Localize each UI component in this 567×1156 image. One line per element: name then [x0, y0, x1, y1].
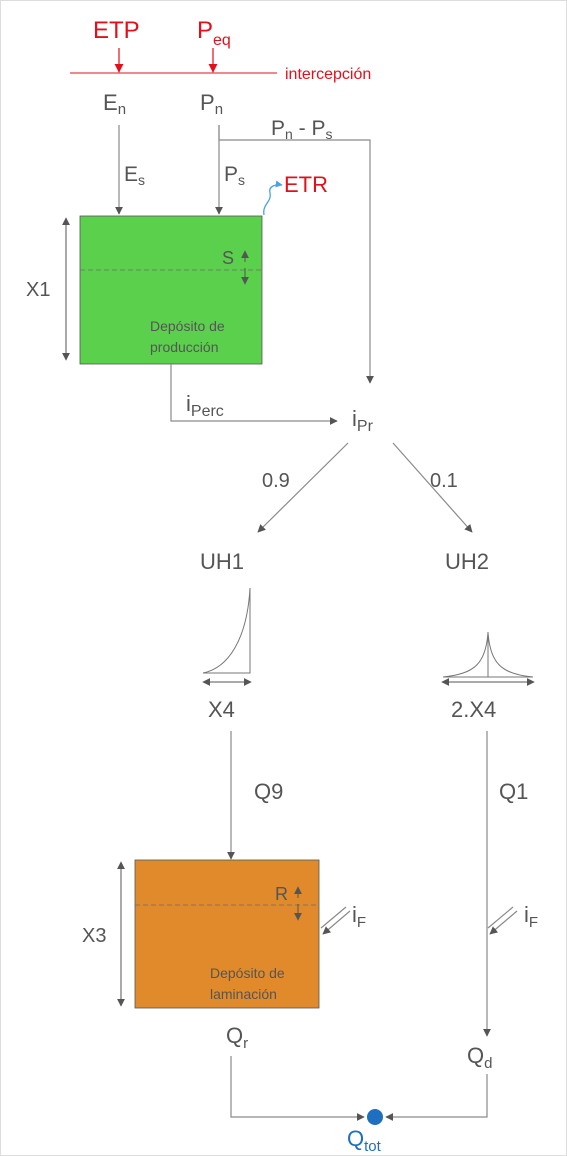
qd-label: Qd [467, 1043, 492, 1072]
peq-label: Peq [197, 17, 231, 49]
routing-store-r-label: R [275, 884, 288, 904]
qtot-label: Qtot [347, 1126, 382, 1155]
interception-label: intercepción [285, 66, 371, 83]
etr-arrow [263, 180, 283, 216]
qr-label: Qr [226, 1023, 248, 1052]
production-store-line2: producción [150, 339, 219, 355]
q9-label: Q9 [254, 779, 283, 804]
uh1-curve [202, 587, 251, 674]
exchange-direct-arrow-in [489, 910, 518, 935]
uh2-param: 2.X4 [451, 697, 496, 722]
uh2-label: UH2 [445, 549, 489, 574]
etp-label: ETP [93, 17, 140, 44]
en-label: En [103, 90, 126, 118]
etr-label: ETR [284, 172, 328, 197]
pn-minus-ps-label: Pn - Ps [271, 117, 333, 142]
pn-label: Pn [200, 90, 223, 118]
split-right-arrow [392, 442, 473, 533]
production-store [79, 215, 263, 365]
split-left-label: 0.9 [262, 470, 290, 492]
split-left-arrow [257, 442, 349, 533]
x1-label: X1 [26, 279, 50, 301]
exchange-routing-arrow-line [320, 906, 347, 929]
production-store-s-label: S [222, 248, 234, 268]
qd-outflow-arrow [385, 1074, 488, 1121]
x3-label: X3 [82, 925, 106, 947]
exchange-direct-label: iF [524, 902, 538, 931]
exchange-routing-label: iF [352, 902, 366, 931]
qr-outflow-arrow [230, 1056, 365, 1121]
pr-label: iPr [352, 406, 374, 435]
production-store-line1: Depósito de [150, 318, 225, 334]
exchange-routing-arrow-in [322, 910, 351, 935]
perc-label: iPerc [186, 391, 224, 420]
ps-label: Ps [224, 163, 245, 188]
routing-store-line2: laminación [210, 986, 277, 1002]
exchange-direct-arrow-line [487, 906, 514, 929]
routing-store [134, 859, 320, 1009]
q1-label: Q1 [499, 779, 528, 804]
percolation-arrow [170, 364, 338, 425]
uh1-param: X4 [208, 697, 235, 722]
es-label: Es [124, 163, 145, 188]
split-right-label: 0.1 [430, 470, 458, 492]
qtot-node [367, 1109, 383, 1125]
uh1-label: UH1 [200, 549, 244, 574]
routing-store-line1: Depósito de [210, 965, 285, 981]
